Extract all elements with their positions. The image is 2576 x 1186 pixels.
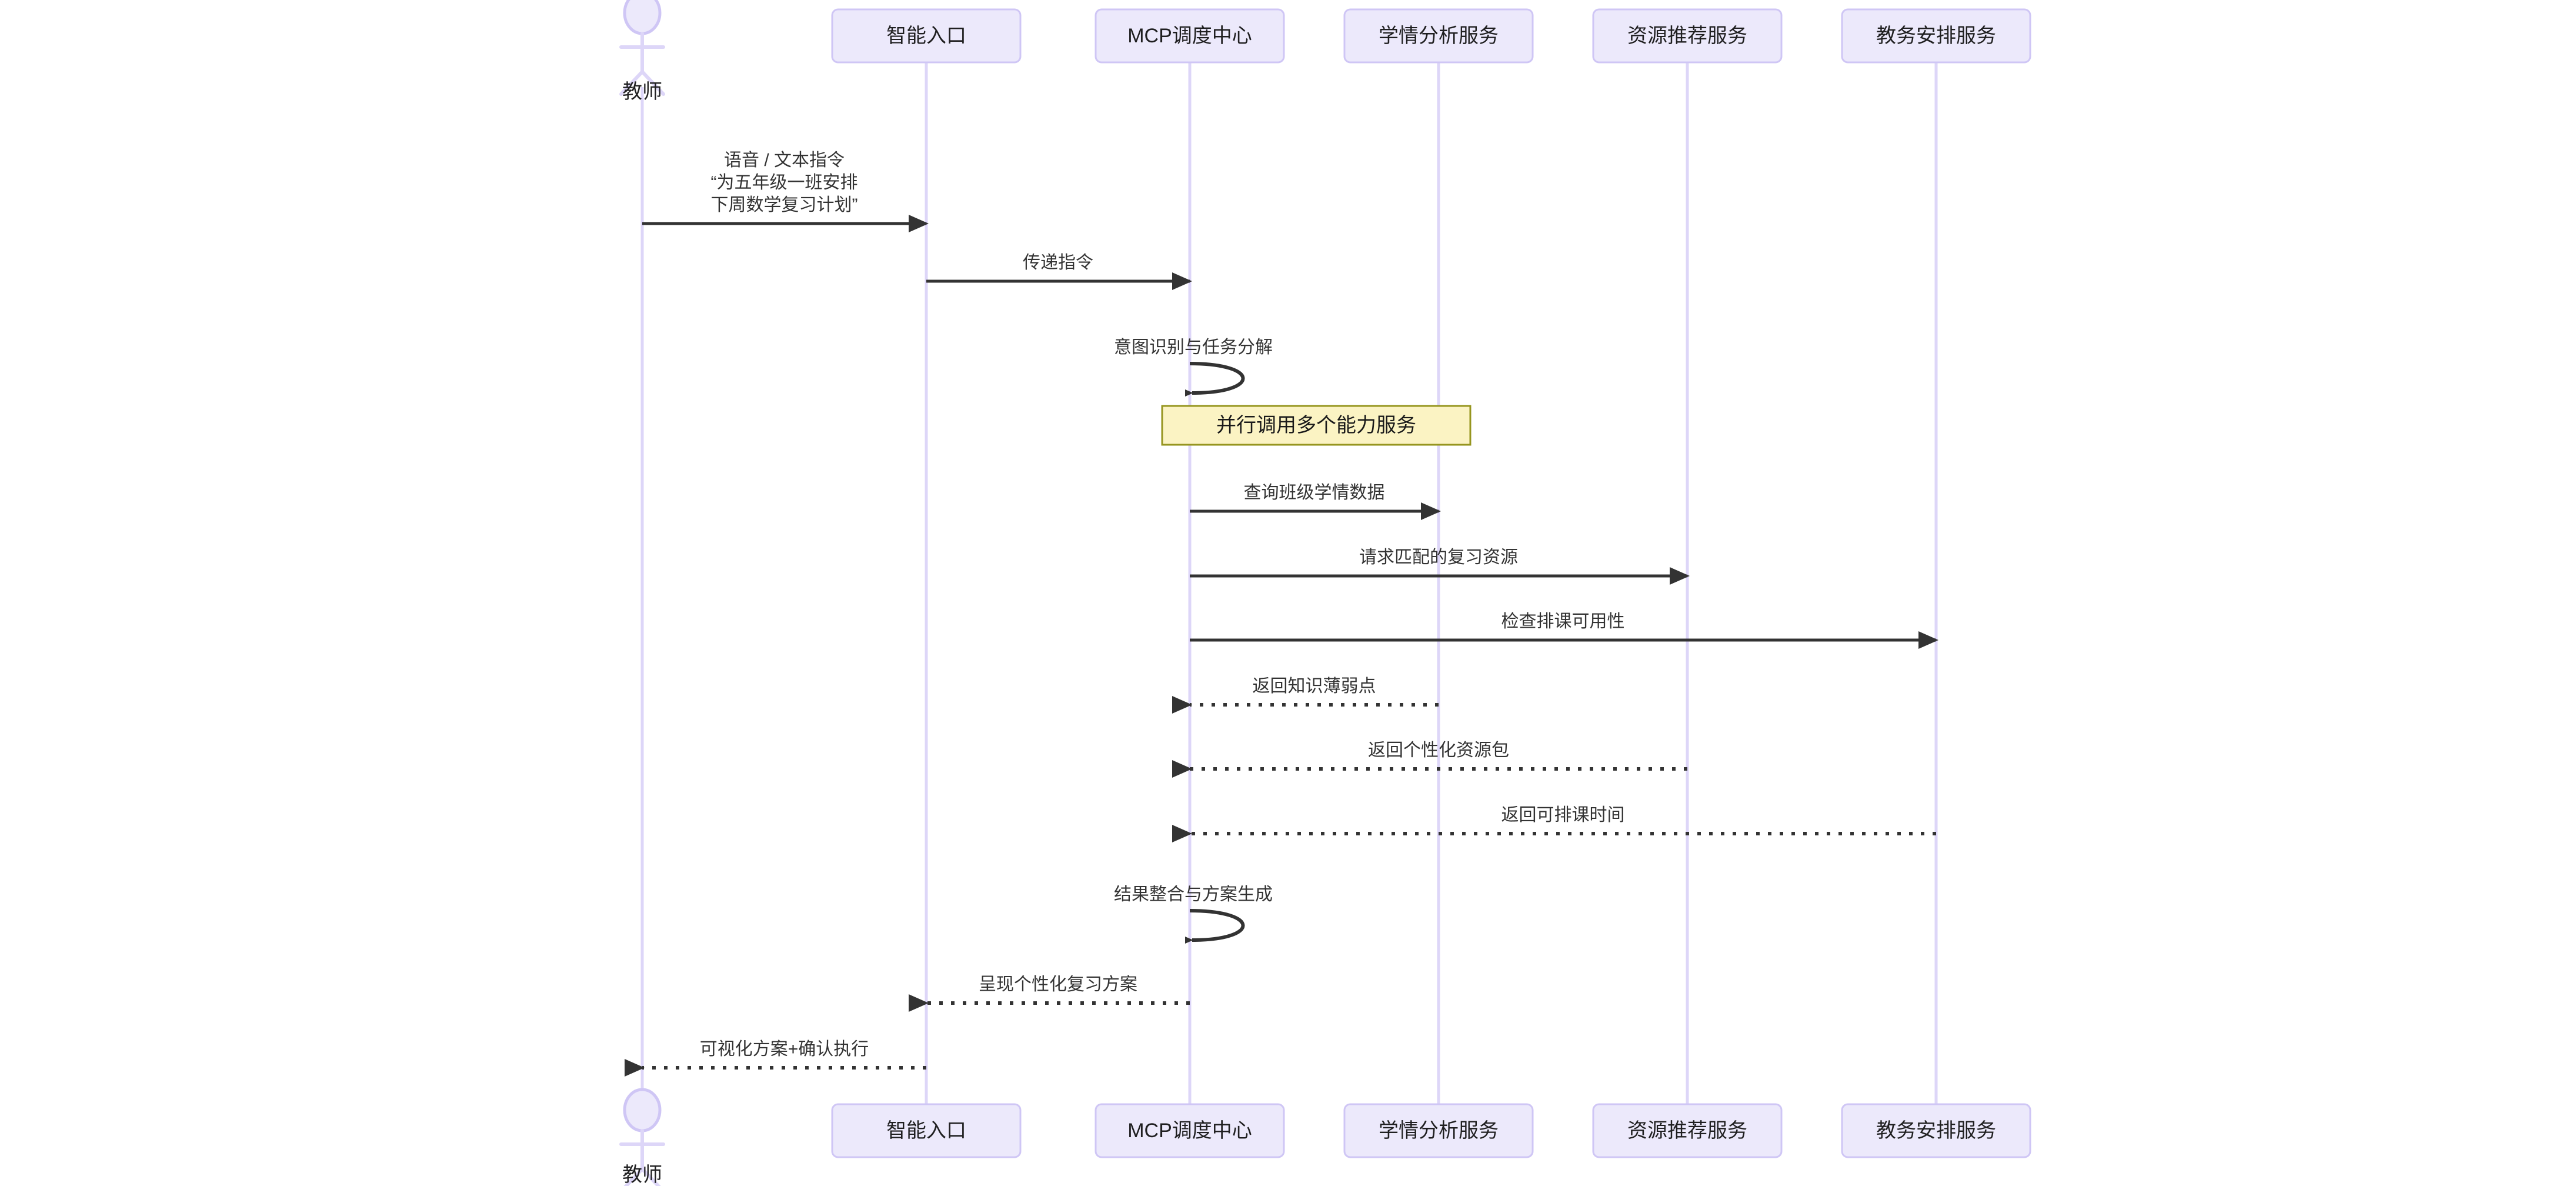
actor-head [623, 0, 662, 35]
message-visual-plan-confirm[interactable]: 可视化方案+确认执行 [625, 1040, 926, 1077]
participant-mcp-center-box[interactable] [1095, 1103, 1285, 1158]
message-voice-text-command-label-2: 下周数学复习计划” [711, 195, 858, 215]
participant-resource-recommend-bottom[interactable]: 资源推荐服务 [1592, 1103, 1783, 1158]
participant-academic-schedule-top[interactable]: 教务安排服务 [1841, 8, 2031, 64]
participant-smart-entry-box[interactable] [831, 1103, 1022, 1158]
participant-academic-schedule-bottom[interactable]: 教务安排服务 [1841, 1103, 2031, 1158]
participant-smart-entry-label: 智能入口 [886, 25, 966, 47]
participant-academic-schedule-box[interactable] [1841, 1103, 2031, 1158]
actor-legs [619, 69, 665, 96]
message-check-schedule-availability[interactable]: 检查排课可用性 [1190, 612, 1938, 649]
message-voice-text-command-label-0: 语音 / 文本指令 [724, 151, 845, 170]
teacher-actor-bottom[interactable]: 教师 [619, 1088, 665, 1186]
participant-mcp-center-label: MCP调度中心 [1127, 25, 1252, 47]
message-pass-command-label-0: 传递指令 [1023, 253, 1093, 272]
message-present-review-plan[interactable]: 呈现个性化复习方案 [909, 975, 1190, 1012]
participant-learning-analysis-box[interactable] [1343, 8, 1534, 64]
message-return-available-time[interactable]: 返回可排课时间 [1172, 805, 1936, 842]
message-pass-command[interactable]: 传递指令 [926, 253, 1192, 290]
top-participants-group: 智能入口 MCP调度中心 学情分析服务 资源推荐服务 教务安排服务 [831, 8, 2031, 64]
message-intent-recognition[interactable]: 意图识别与任务分解 [1114, 338, 1273, 397]
message-result-integration[interactable]: 结果整合与方案生成 [1114, 885, 1273, 944]
participant-mcp-center-top[interactable]: MCP调度中心 [1095, 8, 1285, 64]
participant-learning-analysis-box[interactable] [1343, 1103, 1534, 1158]
note-parallel-services-rect[interactable] [1161, 405, 1471, 446]
participant-academic-schedule-label: 教务安排服务 [1876, 25, 1996, 47]
participant-resource-recommend-box[interactable] [1592, 8, 1783, 64]
actor-legs [623, 1166, 661, 1186]
participant-smart-entry-top[interactable]: 智能入口 [831, 8, 1022, 64]
participant-smart-entry-label: 智能入口 [886, 1120, 966, 1142]
message-check-schedule-availability-label-0: 检查排课可用性 [1501, 612, 1625, 631]
participant-mcp-center-bottom[interactable]: MCP调度中心 [1095, 1103, 1285, 1158]
participant-resource-recommend-label: 资源推荐服务 [1627, 25, 1747, 47]
participant-academic-schedule-box[interactable] [1841, 8, 2031, 64]
message-voice-text-command-label-1: “为五年级一班安排 [711, 173, 858, 192]
participant-resource-recommend-box[interactable] [1592, 1103, 1783, 1158]
message-return-available-time-label-0: 返回可排课时间 [1501, 805, 1625, 825]
message-intent-recognition-label: 意图识别与任务分解 [1114, 338, 1273, 357]
participant-learning-analysis-label: 学情分析服务 [1379, 1120, 1499, 1142]
bottom-participants-group: 智能入口 MCP调度中心 学情分析服务 资源推荐服务 教务安排服务 [831, 1103, 2031, 1158]
participant-academic-schedule-label: 教务安排服务 [1876, 1120, 1996, 1142]
message-result-integration-loop [1184, 909, 1245, 944]
message-return-weak-points-label-0: 返回知识薄弱点 [1253, 677, 1376, 696]
actor-name-label: 教师 [622, 81, 662, 103]
message-query-class-data[interactable]: 查询班级学情数据 [1190, 483, 1441, 520]
message-request-matching-resources[interactable]: 请求匹配的复习资源 [1190, 548, 1690, 585]
note-group: 并行调用多个能力服务 [1161, 405, 1471, 446]
participant-resource-recommend-label: 资源推荐服务 [1627, 1120, 1747, 1142]
lifelines-group [640, 62, 1938, 1104]
message-visual-plan-confirm-label-0: 可视化方案+确认执行 [700, 1040, 869, 1059]
participant-smart-entry-bottom[interactable]: 智能入口 [831, 1103, 1022, 1158]
message-intent-recognition-loop [1184, 362, 1245, 397]
message-result-integration-label: 结果整合与方案生成 [1114, 885, 1273, 904]
teacher-actor-top[interactable]: 教师 [619, 0, 665, 103]
message-return-resource-pack[interactable]: 返回个性化资源包 [1172, 741, 1687, 778]
participant-mcp-center-box[interactable] [1095, 8, 1285, 64]
note-parallel-services-label: 并行调用多个能力服务 [1216, 414, 1416, 437]
message-request-matching-resources-label-0: 请求匹配的复习资源 [1359, 548, 1518, 567]
message-return-weak-points[interactable]: 返回知识薄弱点 [1172, 677, 1439, 714]
actor-head [623, 1088, 662, 1132]
message-query-class-data-label-0: 查询班级学情数据 [1244, 483, 1385, 502]
participant-learning-analysis-bottom[interactable]: 学情分析服务 [1343, 1103, 1534, 1158]
message-present-review-plan-label-0: 呈现个性化复习方案 [979, 975, 1137, 994]
actor-name-label: 教师 [622, 1164, 662, 1186]
participant-mcp-center-label: MCP调度中心 [1127, 1120, 1252, 1142]
participant-resource-recommend-top[interactable]: 资源推荐服务 [1592, 8, 1783, 64]
message-return-resource-pack-label-0: 返回个性化资源包 [1368, 741, 1509, 760]
note-parallel-services[interactable]: 并行调用多个能力服务 [1161, 405, 1471, 446]
participant-smart-entry-box[interactable] [831, 8, 1022, 64]
participant-learning-analysis-top[interactable]: 学情分析服务 [1343, 8, 1534, 64]
participant-learning-analysis-label: 学情分析服务 [1379, 25, 1499, 47]
